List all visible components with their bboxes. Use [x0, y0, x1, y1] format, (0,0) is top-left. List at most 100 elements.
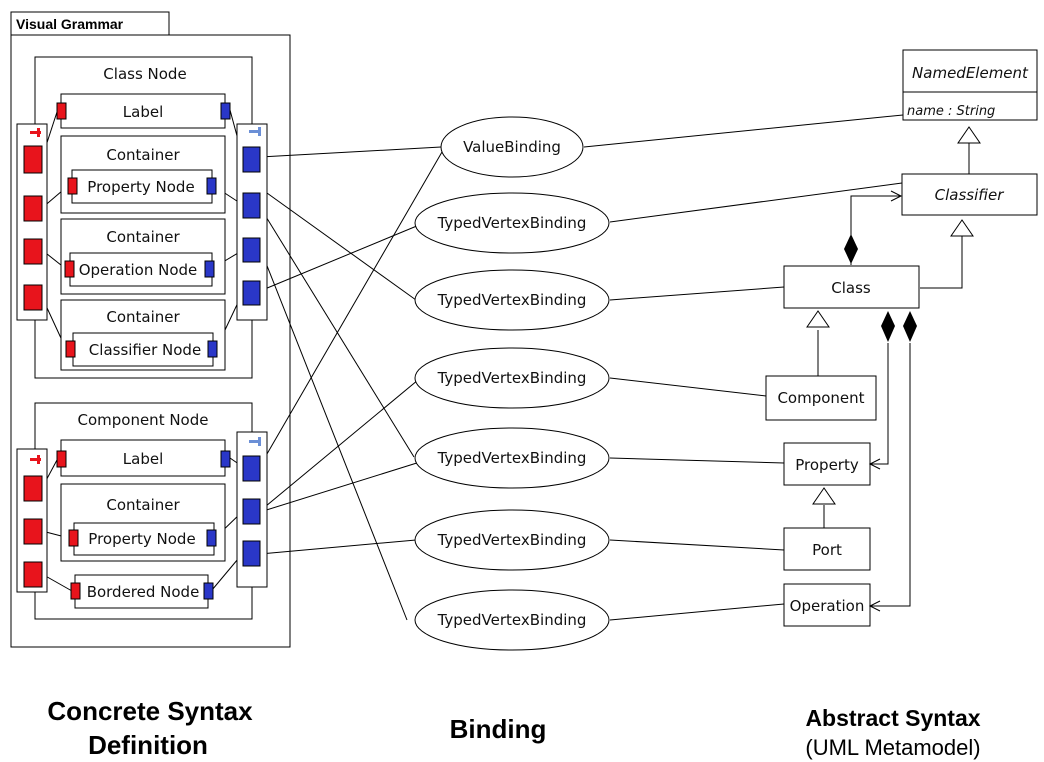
class-name: Class: [831, 279, 871, 297]
blue-port-small: [203, 582, 214, 600]
connector-vb3-component: [609, 377, 767, 397]
key-icon: [249, 437, 261, 446]
component-class: [765, 375, 877, 421]
composition-diamond: [844, 234, 858, 264]
blue-port: [242, 146, 261, 173]
classifier-node-text: Classifier Node: [89, 341, 201, 359]
generalization-line: [920, 236, 963, 289]
red-port-small: [65, 340, 76, 358]
component-node-title: Component Node: [77, 411, 208, 429]
blue-port: [242, 498, 261, 525]
panel-frame: [10, 34, 291, 648]
typed-vertex-binding-ellipse: [414, 192, 610, 254]
blue-port-small: [220, 450, 231, 468]
red-port-small: [56, 102, 67, 120]
composition-line: [870, 343, 911, 607]
composition-line: [870, 343, 889, 465]
property-name: Property: [795, 456, 859, 474]
named-element-name: NamedElement: [912, 64, 1029, 82]
class-class: [783, 265, 920, 309]
visual-grammar-panel: Visual Grammar Class Node Label Containe…: [10, 11, 291, 648]
caption-concrete-line1: Concrete Syntax: [47, 696, 253, 726]
connector-property-property: [259, 206, 415, 458]
connector-vb5-port: [609, 539, 785, 551]
blue-port: [242, 280, 261, 306]
blue-port-small: [207, 340, 218, 358]
classifier-class: [901, 173, 1038, 216]
composition-diamond: [903, 311, 917, 342]
typed-vertex-binding-label: TypedVertexBinding: [437, 214, 587, 232]
typed-vertex-binding-label: TypedVertexBinding: [437, 611, 587, 629]
container-title: Container: [106, 146, 180, 164]
connector-complabel-valuebinding: [259, 151, 443, 467]
blue-port-small: [204, 260, 215, 278]
connector-property-class: [259, 187, 417, 301]
blue-port-small: [206, 177, 217, 195]
value-binding-label: ValueBinding: [463, 138, 561, 156]
connector-operation-operation: [259, 247, 408, 621]
component-label-box: [60, 439, 226, 477]
typed-vertex-binding-label: TypedVertexBinding: [437, 449, 587, 467]
connector-valuebinding-name: [583, 114, 904, 148]
class-node: Class Node Label Container Property Node…: [16, 56, 268, 379]
property-node-box: [73, 522, 215, 556]
classifier-name: Classifier: [935, 186, 1005, 204]
property-node-text: Property Node: [88, 530, 195, 548]
key-icon: [30, 128, 41, 137]
uml-relations: [817, 143, 970, 607]
property-node-text: Property Node: [87, 178, 194, 196]
navigation-arrowhead: [868, 458, 881, 470]
typed-vertex-binding-ellipse: [414, 269, 610, 331]
key-icon: [30, 455, 41, 464]
generalization-arrowhead: [950, 219, 974, 237]
connector-bordered-port: [259, 539, 417, 555]
container-title: Container: [106, 308, 180, 326]
connector-vb1-classifier: [609, 182, 903, 223]
component-node: Component Node Label Container Property …: [16, 402, 268, 620]
component-label-text: Label: [123, 450, 163, 468]
typed-vertex-binding-ellipse: [414, 347, 610, 409]
typed-vertex-binding-ellipse: [414, 427, 610, 489]
blue-port: [242, 237, 261, 263]
operation-class: [783, 583, 871, 627]
named-element-class: [902, 49, 1038, 121]
red-port: [23, 518, 43, 545]
connector-classifier-classifier: [259, 222, 425, 292]
generalization-arrowhead: [806, 310, 830, 328]
red-port: [23, 145, 43, 174]
blue-port: [242, 540, 261, 567]
red-port: [23, 561, 43, 588]
typed-vertex-binding-label: TypedVertexBinding: [437, 291, 587, 309]
composition-diamond: [881, 311, 895, 342]
red-port-small: [64, 260, 75, 278]
red-port-small: [68, 529, 79, 547]
connector-label-valuebinding: [259, 146, 442, 158]
typed-vertex-binding-ellipse: [414, 589, 610, 651]
connector-component-component: [259, 379, 419, 512]
typed-vertex-binding-label: TypedVertexBinding: [437, 531, 587, 549]
composition-line: [850, 195, 900, 265]
red-port: [23, 475, 43, 502]
container-title: Container: [106, 228, 180, 246]
component-name: Component: [777, 389, 864, 407]
red-port-small: [56, 450, 67, 468]
red-port: [23, 284, 43, 311]
operation-name: Operation: [790, 597, 865, 615]
binding-column: ValueBinding TypedVertexBinding TypedVer…: [414, 116, 610, 651]
port-name: Port: [812, 541, 842, 559]
typed-vertex-binding-label: TypedVertexBinding: [437, 369, 587, 387]
connector-vb4-property: [609, 457, 785, 464]
red-port: [23, 238, 43, 265]
class-label-text: Label: [123, 103, 163, 121]
operation-node-text: Operation Node: [79, 261, 198, 279]
generalization-arrowhead: [957, 126, 981, 144]
key-icon: [249, 127, 261, 136]
blue-port: [242, 192, 261, 219]
red-port-small: [70, 582, 81, 600]
panel-title: Visual Grammar: [16, 16, 124, 32]
property-node-box: [71, 169, 213, 204]
connector-vb6-operation: [609, 603, 785, 621]
property-class: [783, 442, 871, 486]
container-title: Container: [106, 496, 180, 514]
